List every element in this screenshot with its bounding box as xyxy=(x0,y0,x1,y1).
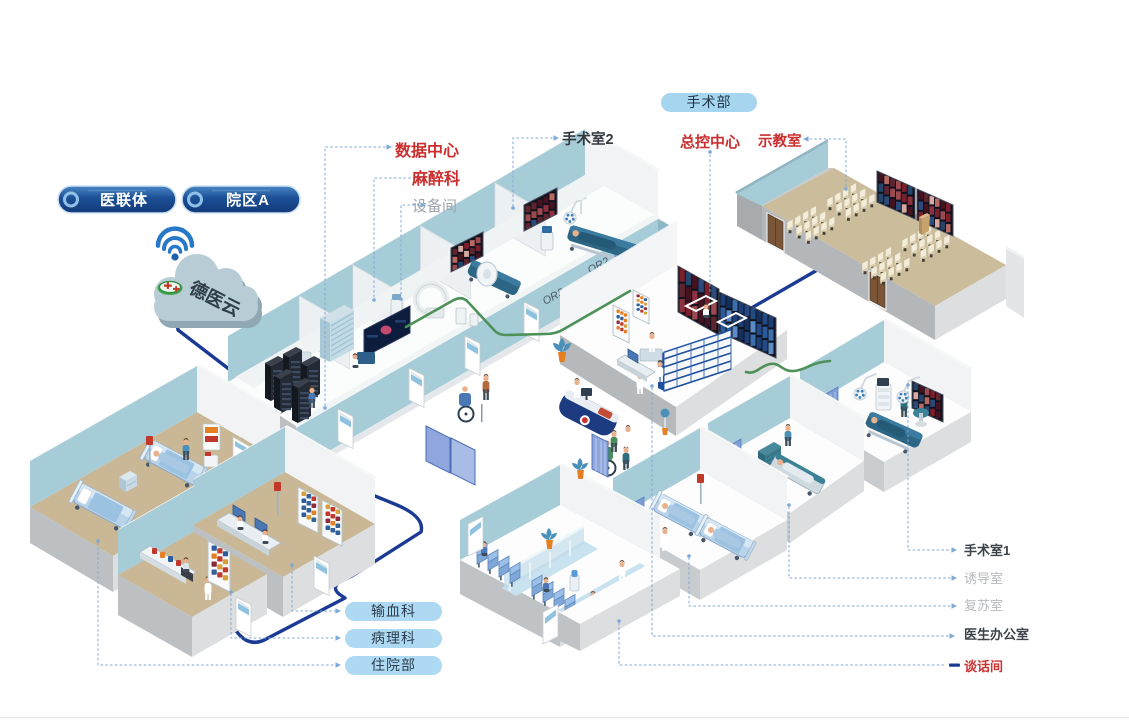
svg-text:手术室2: 手术室2 xyxy=(562,130,614,148)
svg-text:麻醉科: 麻醉科 xyxy=(411,169,460,188)
svg-text:手术室1: 手术室1 xyxy=(964,543,1010,558)
svg-text:病理科: 病理科 xyxy=(371,630,416,646)
svg-text:复苏室: 复苏室 xyxy=(964,598,1003,613)
svg-text:谈话间: 谈话间 xyxy=(964,659,1003,674)
svg-text:住院部: 住院部 xyxy=(371,657,416,673)
svg-text:输血科: 输血科 xyxy=(371,603,416,619)
svg-text:诱导室: 诱导室 xyxy=(964,571,1003,586)
svg-text:总控中心: 总控中心 xyxy=(680,133,740,151)
svg-text:医生办公室: 医生办公室 xyxy=(964,627,1029,642)
svg-text:医联体: 医联体 xyxy=(100,191,148,209)
svg-text:数据中心: 数据中心 xyxy=(395,141,459,160)
svg-text:院区A: 院区A xyxy=(226,191,270,209)
svg-text:手术部: 手术部 xyxy=(687,94,732,110)
svg-text:示教室: 示教室 xyxy=(758,132,802,150)
svg-text:设备间: 设备间 xyxy=(412,198,457,215)
